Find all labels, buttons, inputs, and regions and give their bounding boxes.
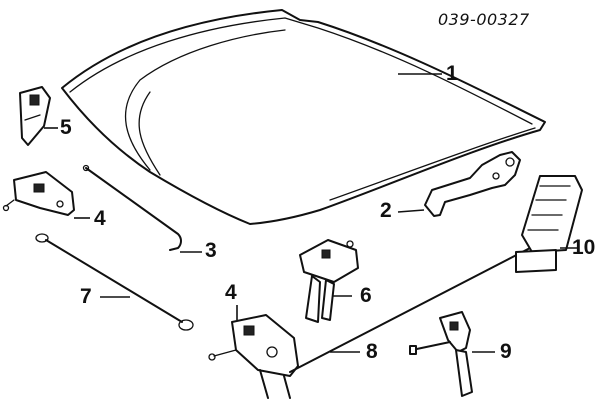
callout-latch-bracket: 6 — [360, 284, 372, 307]
latch-lower — [208, 314, 299, 399]
callout-release-cable: 8 — [366, 340, 378, 363]
reference-code: 039-00327 — [438, 10, 530, 29]
hood-latch-hook — [424, 151, 521, 217]
release-lever — [515, 175, 583, 273]
support-rod — [82, 164, 182, 251]
hinge-left — [2, 171, 75, 216]
latch-bracket — [299, 239, 359, 323]
callout-support-rod: 3 — [205, 239, 217, 262]
hood-panel — [61, 9, 546, 225]
callout-release-lever: 10 — [572, 236, 596, 259]
cable-left — [35, 233, 194, 331]
callout-hood-latch-hook: 2 — [380, 199, 392, 222]
callout-latch-lower: 4 — [225, 281, 237, 304]
callout-hood: 1 — [446, 62, 458, 85]
leader-latch-hook — [397, 209, 425, 213]
release-handle — [409, 311, 473, 397]
callout-release-handle: 9 — [500, 340, 512, 363]
callout-cable-left: 7 — [80, 285, 92, 308]
callout-bracket: 5 — [60, 116, 72, 139]
bracket — [19, 86, 51, 146]
callout-hinge-left: 4 — [94, 207, 106, 230]
